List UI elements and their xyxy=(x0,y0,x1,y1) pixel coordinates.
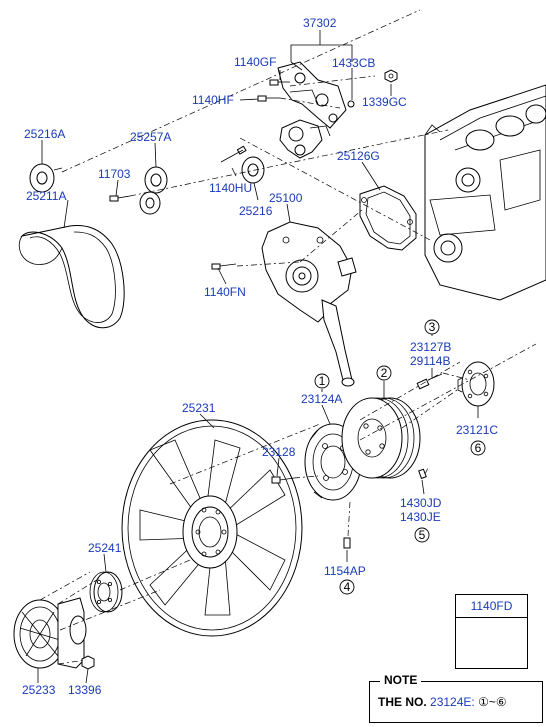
label-11703: 11703 xyxy=(98,167,131,181)
label-25126G: 25126G xyxy=(337,149,380,163)
label-25216A: 25216A xyxy=(24,127,65,141)
note-prefix: THE NO. xyxy=(378,695,427,709)
nut-1339GC xyxy=(384,69,398,83)
label-1140HU: 1140HU xyxy=(209,181,252,195)
label-1430JE: 1430JE xyxy=(400,510,441,524)
circled-number-2: 2 xyxy=(376,365,392,381)
label-25231: 25231 xyxy=(182,401,216,415)
note-code: 23124E: xyxy=(430,695,475,709)
label-25216: 25216 xyxy=(239,204,273,218)
note-text: THE NO. 23124E: ①~⑥ xyxy=(378,695,507,709)
note-title: NOTE xyxy=(380,673,422,687)
idler-pulley-25257A xyxy=(139,166,168,215)
label-25233: 25233 xyxy=(22,683,56,697)
circled-number-4-text: 4 xyxy=(344,580,351,594)
pin-1154AP xyxy=(343,537,351,549)
label-23121C: 23121C xyxy=(456,423,498,437)
label-23127B: 23127B xyxy=(410,340,451,354)
tensioner-assembly xyxy=(279,119,331,159)
circled-number-1: 1 xyxy=(314,373,330,389)
part-labels: 37302 1140GF 1433CB 1140HF 1339GC 25216A… xyxy=(22,16,498,697)
note-range: ①~⑥ xyxy=(478,695,507,709)
label-25257A: 25257A xyxy=(130,130,171,144)
circled-number-4: 4 xyxy=(339,579,355,595)
label-25100: 25100 xyxy=(269,191,303,205)
label-25211A: 25211A xyxy=(26,189,66,203)
water-pump-gasket xyxy=(359,185,417,251)
idler-pulley-25216A xyxy=(29,163,63,193)
circled-number-6-text: 6 xyxy=(475,441,482,455)
legend-part-number: 1140FD xyxy=(456,595,527,618)
bolt-1140GF xyxy=(269,79,290,86)
circled-number-6: 6 xyxy=(470,440,486,456)
bolt-23127B xyxy=(416,373,443,390)
label-23128: 23128 xyxy=(262,445,296,459)
label-13396: 13396 xyxy=(68,683,102,697)
leader-lines xyxy=(37,30,479,684)
circled-number-3-text: 3 xyxy=(429,320,436,334)
cooling-fan xyxy=(121,419,303,637)
part-legend-box: 1140FD xyxy=(455,594,528,669)
label-1339GC: 1339GC xyxy=(362,95,407,109)
label-37302: 37302 xyxy=(303,16,337,30)
note-box: NOTE THE NO. 23124E: ①~⑥ xyxy=(369,673,543,723)
dowel-1433CB xyxy=(347,100,355,108)
drive-belt xyxy=(18,225,125,329)
label-1140FN: 1140FN xyxy=(204,285,246,299)
nut-13396 xyxy=(81,655,95,670)
alignment-lines xyxy=(39,9,537,665)
engine-block xyxy=(424,84,546,301)
label-29114B: 29114B xyxy=(410,354,450,368)
label-23124A: 23124A xyxy=(301,392,342,406)
idler-pulley-25216 xyxy=(241,156,265,184)
bolt-1140HU xyxy=(220,145,247,163)
label-1154AP: 1154AP xyxy=(324,564,366,578)
label-25241: 25241 xyxy=(88,541,122,555)
circled-number-3: 3 xyxy=(424,319,440,335)
bolt-1140HF xyxy=(257,95,280,102)
circled-number-5-text: 5 xyxy=(419,528,426,542)
crankshaft-hub xyxy=(457,361,495,407)
bolt-11703 xyxy=(109,195,131,202)
fan-spacer xyxy=(89,571,123,613)
label-1433CB: 1433CB xyxy=(332,56,375,70)
label-1140GF: 1140GF xyxy=(234,55,276,69)
crankshaft-pulley xyxy=(341,397,421,479)
fan-clutch xyxy=(13,597,87,669)
circled-number-2-text: 2 xyxy=(381,366,388,380)
bolt-1140FN xyxy=(211,263,237,270)
bolt-23128 xyxy=(271,476,295,484)
alternator-bracket xyxy=(277,61,347,129)
water-pump xyxy=(261,221,357,387)
circled-number-5: 5 xyxy=(414,527,430,543)
circled-number-1-text: 1 xyxy=(319,374,326,388)
label-1140HF: 1140HF xyxy=(192,93,234,107)
label-1430JD: 1430JD xyxy=(400,496,442,510)
pin-1430JD xyxy=(418,468,427,480)
